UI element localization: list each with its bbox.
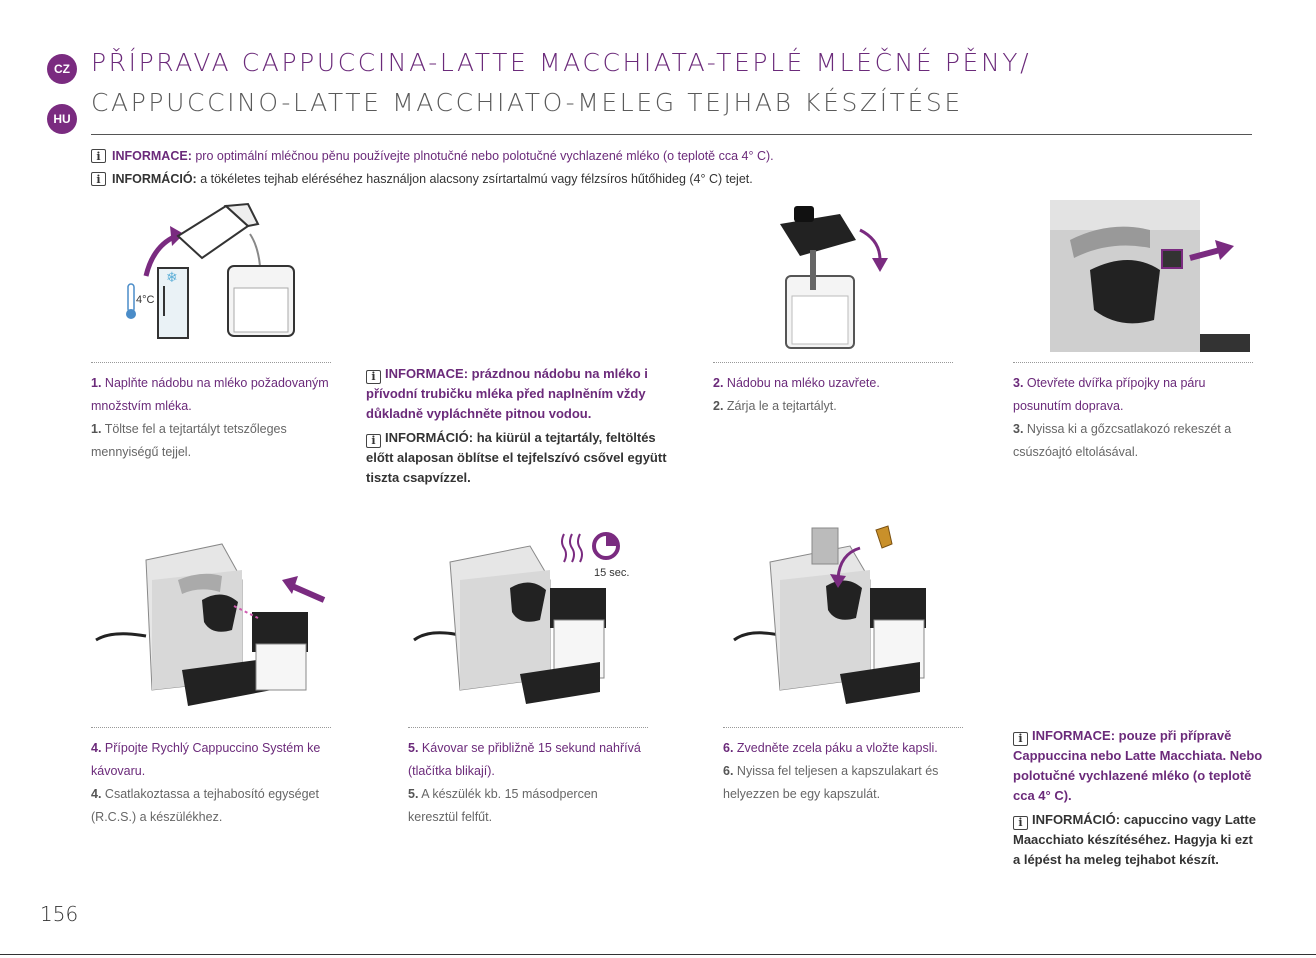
step-text-cz: Kávovar se přibližně 15 sekund nahřívá (… — [408, 741, 641, 778]
illustration-open-steam-door — [1050, 200, 1250, 352]
step-number: 1. — [91, 422, 102, 436]
separator — [713, 362, 953, 363]
info-rinse: i INFORMACE: prázdnou nádobu na mléko i p… — [366, 364, 676, 488]
step-number: 2. — [713, 376, 724, 390]
timer-label: 15 sec. — [594, 567, 629, 579]
info-icon: i — [1013, 732, 1028, 746]
step-text-hu: A készülék kb. 15 másodpercen keresztül … — [408, 787, 598, 824]
step-2: 2. Nádobu na mléko uzavřete. 2. Zárja le… — [713, 372, 953, 418]
step-4: 4. Přípojte Rychlý Cappuccino Systém ke … — [91, 737, 331, 829]
separator — [1013, 362, 1253, 363]
step-number: 6. — [723, 764, 734, 778]
step-number: 2. — [713, 399, 724, 413]
info-label-cz: INFORMACE: — [1032, 728, 1116, 743]
step-text-cz: Naplňte nádobu na mléko požadovaným množ… — [91, 376, 329, 413]
info-line-cz: i INFORMACE: pro optimální mléčnou pěnu … — [91, 149, 774, 163]
info-line-hu: i INFORMÁCIÓ: a tökéletes tejhab elérésé… — [91, 172, 753, 186]
step-text-hu: Csatlakoztassa a tejhabosító egységet (R… — [91, 787, 319, 824]
step-text-cz: Otevřete dvířka přípojky na páru posunut… — [1013, 376, 1206, 413]
separator — [408, 727, 648, 728]
lang-badge-cz: CZ — [47, 54, 77, 84]
step-number: 6. — [723, 741, 734, 755]
info-text-cz: pouze při přípravě Cappuccina nebo Latte… — [1013, 728, 1263, 803]
illustration-close-jug — [780, 206, 888, 349]
separator — [91, 362, 331, 363]
step-text-cz: Zvedněte zcela páku a vložte kapsli. — [736, 741, 938, 755]
step-6: 6. Zvedněte zcela páku a vložte kapsli. … — [723, 737, 963, 806]
lang-badge-hu: HU — [47, 104, 77, 134]
info-text-cz: pro optimální mléčnou pěnu používejte pl… — [195, 149, 774, 163]
step-number: 3. — [1013, 422, 1024, 436]
step-text-hu: Nyissa fel teljesen a kapszulakart és he… — [723, 764, 939, 801]
page-title-cz: PŘÍPRAVA CAPPUCCINA-LATTE MACCHIATA-TEPL… — [91, 48, 1032, 77]
step-3: 3. Otevřete dvířka přípojky na páru posu… — [1013, 372, 1253, 464]
info-icon: i — [91, 149, 106, 163]
step-number: 5. — [408, 787, 419, 801]
step-1: 1. Naplňte nádobu na mléko požadovaným m… — [91, 372, 331, 464]
step-text-hu: Nyissa ki a gőzcsatlakozó rekeszét a csú… — [1013, 422, 1232, 459]
info-cappuccino: i INFORMACE: pouze při přípravě Cappuccin… — [1013, 726, 1263, 870]
info-text-hu: a tökéletes tejhab eléréséhez használjon… — [200, 172, 753, 186]
info-label-hu: INFORMÁCIÓ: — [385, 430, 474, 445]
step-number: 4. — [91, 787, 102, 801]
svg-text:❄: ❄ — [166, 270, 178, 286]
info-text-cz: prázdnou nádobu na mléko i přívodní trub… — [366, 366, 648, 421]
page-title-hu: CAPPUCCINO-LATTE MACCHIATO-MELEG TEJHAB … — [91, 88, 963, 117]
info-label-cz: INFORMACE: — [112, 149, 192, 163]
info-text-hu: capuccino vagy Latte Maacchiato készítés… — [1013, 812, 1256, 867]
page-number: 156 — [40, 902, 79, 926]
info-icon: i — [1013, 816, 1028, 830]
illustration-fill-milk: ❄ 4°C — [126, 202, 295, 339]
temperature-label: 4°C — [136, 294, 155, 306]
info-icon: i — [91, 172, 106, 186]
step-number: 3. — [1013, 376, 1024, 390]
step-number: 4. — [91, 741, 102, 755]
info-icon: i — [366, 434, 381, 448]
step-text-cz: Nádobu na mléko uzavřete. — [726, 376, 880, 390]
bottom-divider — [0, 954, 1316, 955]
step-text-hu: Töltse fel a tejtartályt tetszőleges men… — [91, 422, 287, 459]
step-number: 1. — [91, 376, 102, 390]
info-label-cz: INFORMACE: — [385, 366, 469, 381]
illustration-heating: 15 sec. — [413, 532, 629, 704]
separator — [723, 727, 963, 728]
illustration-attach-rcs — [95, 543, 326, 706]
title-divider — [91, 134, 1252, 135]
separator — [91, 727, 331, 728]
step-text-cz: Přípojte Rychlý Cappuccino Systém ke káv… — [91, 741, 321, 778]
info-text-hu: ha kiürül a tejtartály, feltöltés előtt … — [366, 430, 667, 485]
step-5: 5. Kávovar se přibližně 15 sekund nahřív… — [408, 737, 648, 829]
info-label-hu: INFORMÁCIÓ: — [1032, 812, 1121, 827]
step-text-hu: Zárja le a tejtartályt. — [726, 399, 837, 413]
step-number: 5. — [408, 741, 419, 755]
info-icon: i — [366, 370, 381, 384]
info-label-hu: INFORMÁCIÓ: — [112, 172, 197, 186]
illustration-insert-capsule — [733, 525, 926, 704]
